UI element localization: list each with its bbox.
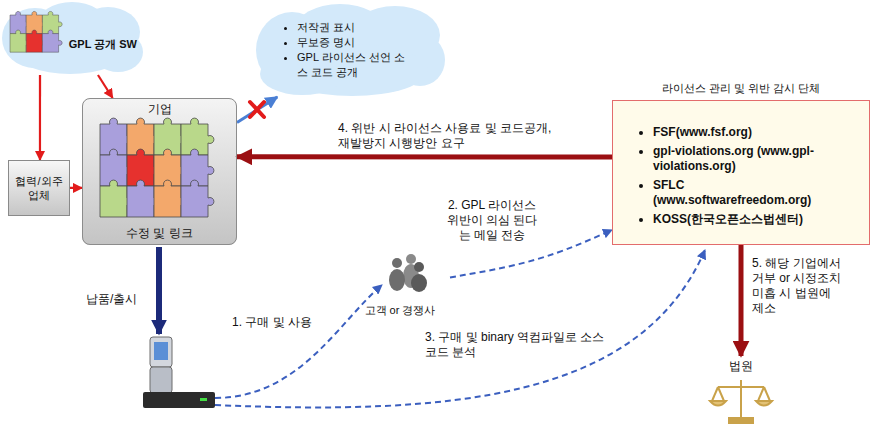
blocked-cross	[250, 102, 264, 117]
enterprise-box: 기업수정 및 링크	[82, 98, 237, 245]
cloud-shape	[256, 4, 445, 96]
icon-label: 고객 or 경쟁사	[365, 303, 436, 318]
box-heading: 라이선스 관리 및 위반 감시 단체	[613, 81, 869, 96]
scales-base	[729, 418, 753, 423]
flow-connector	[98, 75, 113, 98]
scales-string	[718, 387, 724, 401]
box-label: 협력/외주 업체	[13, 174, 65, 202]
scales-pole	[740, 380, 742, 419]
edge-label: 5. 해당 기업에서 거부 or 시정조치 미흡 시 법원에 제소	[752, 256, 844, 316]
bullet-item: FSF(www.fsf.org)	[653, 125, 843, 140]
person-body	[389, 269, 405, 291]
settop-light	[200, 398, 207, 401]
court-node: 법원	[701, 356, 781, 426]
person-body	[411, 274, 427, 292]
phone-lower	[150, 367, 172, 393]
scales-string	[712, 387, 718, 401]
device-illustration	[143, 337, 215, 408]
icon-label: 법원	[729, 358, 753, 375]
flow-connector	[237, 154, 612, 159]
edge-label: 2. GPL 라이선스 위반이 의심 된다는 메일 전송	[442, 198, 542, 243]
scales-pan	[756, 401, 772, 406]
people-icon	[389, 254, 427, 292]
puzzle-piece	[181, 180, 214, 217]
box-heading: 기업	[148, 102, 172, 117]
puzzle-illustration	[10, 11, 62, 52]
obligation-cloud: 저작권 표시무보증 명시GPL 라이선스 선언 소스 코드 공개	[255, 5, 445, 97]
customer-node: 고객 or 경쟁사	[350, 252, 450, 320]
bullet-item: 저작권 표시	[297, 20, 409, 35]
phone-upper	[150, 337, 172, 367]
phone-screen	[154, 342, 168, 360]
puzzle-piece	[181, 118, 214, 155]
puzzle-piece	[42, 11, 62, 33]
person-head	[406, 254, 416, 264]
scales-string	[758, 387, 764, 401]
bullet-item: KOSS(한국오픈소스법센터)	[653, 212, 843, 227]
delivery-arrow	[156, 247, 162, 334]
flow-label: 3. 구매 및 binary 역컴파일로 소스코드 분석	[425, 330, 605, 360]
person-head	[392, 258, 402, 268]
box-caption: 수정 및 링크	[126, 226, 193, 241]
watchdog-box: 라이선스 관리 및 위반 감시 단체FSF(www.fsf.org)gpl-vi…	[612, 100, 870, 245]
flow-connector	[39, 75, 41, 160]
flow-connector	[237, 97, 277, 122]
scales-icon	[710, 380, 772, 423]
flow-label: 1. 구매 및 사용	[232, 315, 342, 330]
person-head	[414, 262, 424, 272]
flow-label: 납품/출시	[86, 292, 146, 307]
settop-box	[143, 392, 215, 408]
cloud-title: GPL 공개 SW	[69, 37, 137, 52]
scales-pan	[710, 401, 726, 406]
bullet-item: gpl-violations.org (www.gpl-violations.o…	[653, 144, 843, 174]
scales-string	[764, 387, 770, 401]
flow-connector	[739, 245, 744, 356]
cloud-part	[15, 30, 125, 74]
edge-label: 4. 위반 시 라이선스 사용료 및 코드공개, 재발방지 시행방안 요구	[338, 121, 563, 151]
enterprise-fill	[82, 98, 237, 245]
partner-box: 협력/외주 업체	[8, 160, 70, 216]
analysis-flow	[215, 250, 705, 407]
puzzle-illustration	[100, 118, 214, 217]
scales-beam	[718, 386, 764, 388]
cross-stroke	[250, 102, 264, 117]
cloud-shape	[2, 2, 143, 74]
flow-connector	[70, 187, 82, 189]
purchase-flow	[215, 285, 382, 398]
source-cloud: GPL 공개 SW	[5, 3, 145, 75]
bullet-item: GPL 라이선스 선언 소스 코드 공개	[297, 50, 409, 80]
puzzle-piece	[181, 149, 214, 186]
puzzle-piece	[42, 30, 62, 52]
bullet-item: SFLC (www.softwarefreedom.org)	[653, 178, 843, 208]
bullet-item: 무보증 명시	[297, 35, 409, 50]
cross-stroke	[250, 102, 264, 117]
